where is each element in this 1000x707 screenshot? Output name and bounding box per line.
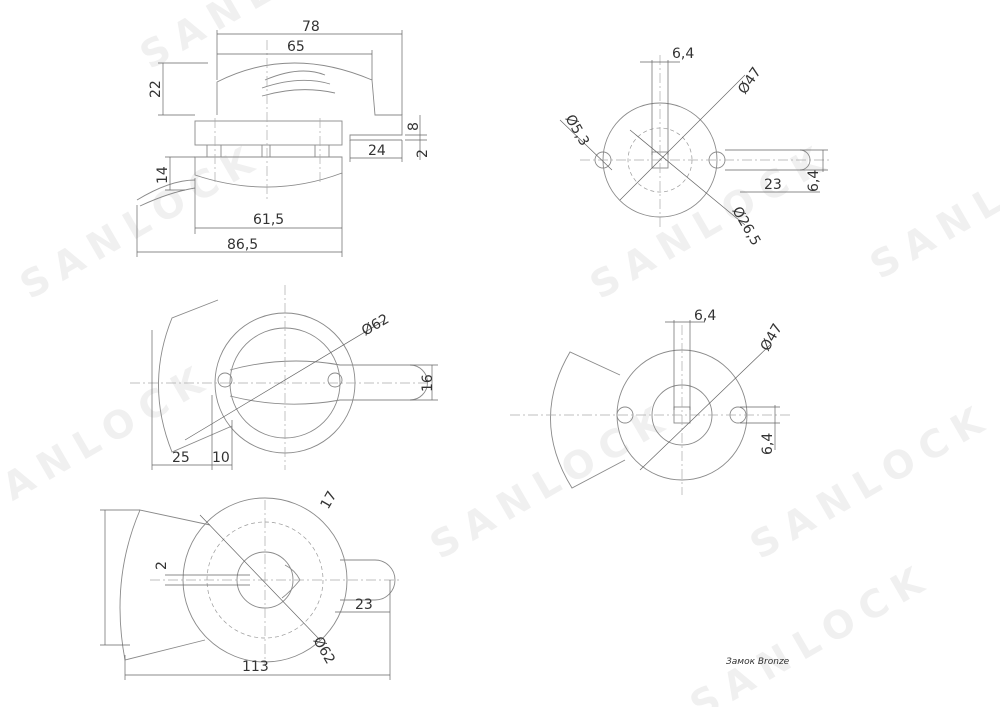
dim-78: 78 [302,19,320,35]
dim-23: 23 [764,177,782,193]
bottom-view: 17 2 23 Ø62 113 [100,489,400,680]
dim-23: 23 [355,597,373,613]
dim-61-5: 61,5 [253,212,284,228]
dim-6-4-vertical: 6,4 [806,170,822,192]
watermark: SANLOCK [13,134,270,308]
dim-6-4-vertical: 6,4 [760,433,776,455]
dim-25: 25 [172,450,190,466]
dim-86-5: 86,5 [227,237,258,253]
drawing-caption: Замок Bronze [726,657,790,667]
dim-dia-62: Ø62 [359,311,392,339]
dim-6-4: 6,4 [672,46,694,62]
dim-2: 2 [154,561,170,570]
dim-17: 17 [318,489,341,512]
dim-113: 113 [242,659,269,675]
dim-22: 22 [148,80,164,98]
dim-dia-47: Ø47 [758,321,786,354]
dim-dia-5-3: Ø5,3 [562,112,593,149]
dim-16: 16 [420,374,436,392]
dim-2: 2 [415,149,431,158]
side-view: 78 65 22 8 2 24 14 61,5 86,5 [136,19,431,257]
dim-24: 24 [368,143,386,159]
dim-65: 65 [287,39,305,55]
dim-dia-47: Ø47 [735,64,765,97]
dim-10: 10 [212,450,230,466]
watermark: SANLOCK [683,554,940,707]
dim-6-4: 6,4 [694,308,716,324]
dim-dia-62: Ø62 [310,634,338,667]
watermark: SANLOCK [743,394,1000,568]
watermark: SANLOCK [863,114,1000,288]
dim-8: 8 [406,122,422,131]
front-view-mid-right: 6,4 Ø47 6,4 [510,308,790,495]
dim-14: 14 [155,166,171,184]
front-view-mid-left: Ø62 16 25 10 [130,285,438,470]
watermark: SANLOCK [0,354,219,528]
